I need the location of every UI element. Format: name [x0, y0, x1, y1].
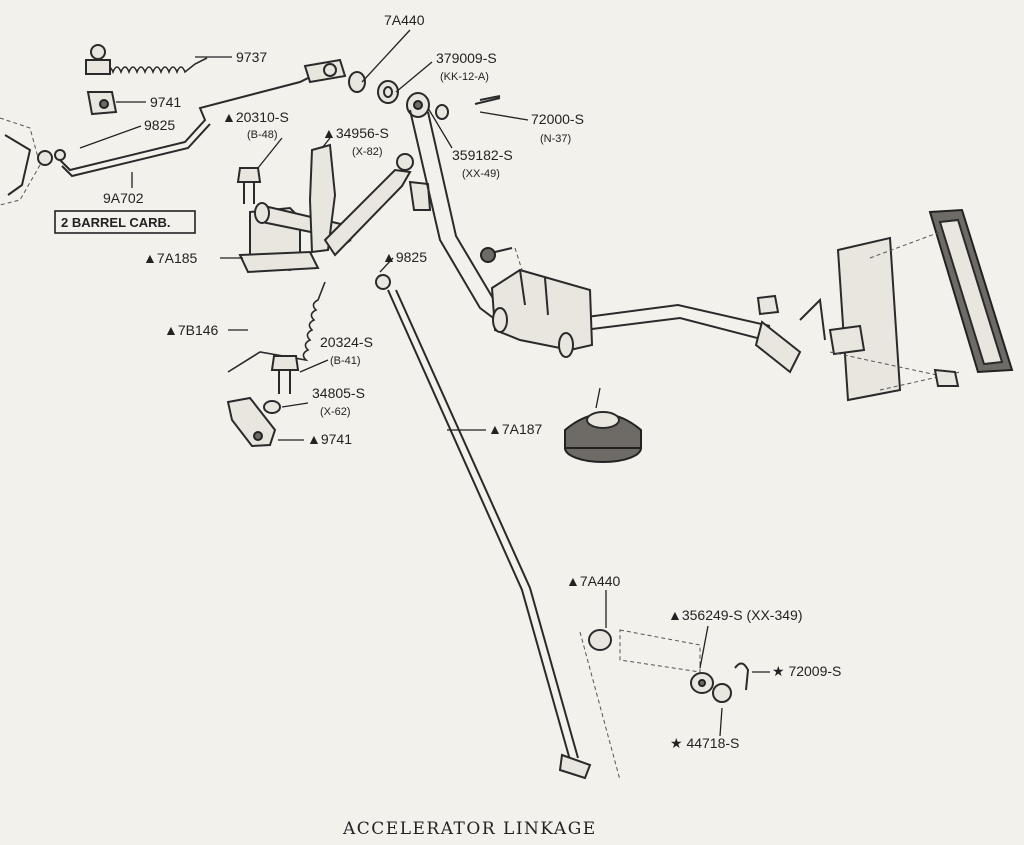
rod-9a702 [59, 58, 347, 178]
callout-9825-top: 9825 [144, 117, 175, 133]
callout-sub: (B-48) [247, 129, 278, 141]
callout-label: ▲7A440 [566, 573, 621, 589]
callout-label: 72000-S [531, 111, 584, 127]
callout-label: 7A440 [384, 12, 425, 28]
callout-7a187: ▲7A187 [488, 421, 543, 437]
callout-label: 9825 [144, 117, 175, 133]
callout-label: 20324-S [320, 334, 373, 350]
callout-sub: (X-62) [320, 406, 351, 418]
bellcrank-bracket-7a185 [238, 143, 414, 274]
callout-7a440-low: ▲7A440 [566, 573, 621, 589]
callout-7b146: ▲7B146 [164, 322, 219, 338]
lower-spring-7b146 [227, 281, 326, 373]
clamp-9741-top [86, 91, 118, 116]
callout-9741-top: 9741 [150, 94, 181, 110]
callout-379009: 379009-S (KK-12-A) [436, 50, 497, 83]
bolt-20324 [263, 355, 300, 414]
callout-label: 9741 [150, 94, 181, 110]
callout-20310: ▲20310-S (B-48) [222, 109, 289, 141]
callout-9737: 9737 [236, 49, 267, 65]
callout-sub: (X-82) [352, 146, 383, 158]
lower-hardware-group [579, 629, 750, 781]
callout-label: 34805-S [312, 385, 365, 401]
callout-label: ▲7B146 [164, 322, 219, 338]
callout-34956: ▲34956-S (X-82) [322, 125, 389, 158]
callout-label: 9A702 [103, 190, 144, 206]
callout-label: ▲356249-S (XX-349) [668, 607, 802, 623]
callout-label: ★ 44718-S [670, 735, 739, 751]
carb-label-box: 2 BARREL CARB. [54, 210, 196, 234]
rubber-grommet [564, 411, 642, 463]
carb-label: 2 BARREL CARB. [61, 215, 171, 230]
callout-label: 379009-S [436, 50, 497, 66]
callout-9825-mid: ▲9825 [382, 249, 427, 265]
callout-label: 359182-S [452, 147, 513, 163]
callout-label: ▲7A187 [488, 421, 543, 437]
callout-label: ▲34956-S [322, 125, 389, 141]
callout-label: ▲9741 [307, 431, 352, 447]
callout-label: ▲7A185 [143, 250, 198, 266]
callout-sub: (B-41) [330, 355, 361, 367]
clamp-9741-lower [226, 396, 277, 448]
upper-spring-9737 [85, 44, 208, 75]
ball-stud-9825-mid [408, 180, 432, 211]
callout-sub: (XX-49) [462, 168, 500, 180]
diagram-caption: ACCELERATOR LINKAGE [342, 819, 597, 839]
callout-7a185: ▲7A185 [143, 250, 198, 266]
callout-44718: ★ 44718-S [670, 735, 739, 751]
callout-label: ▲9825 [382, 249, 427, 265]
callout-72000: 72000-S (N-37) [531, 111, 584, 145]
callout-20324: 20324-S (B-41) [320, 334, 373, 367]
callout-label: 9737 [236, 49, 267, 65]
callout-9741-low: ▲9741 [307, 431, 352, 447]
carburetor-fragment [0, 117, 66, 206]
rod-7a187 [375, 274, 592, 780]
pedal-assembly [756, 208, 1014, 402]
callout-9a702: 9A702 [103, 190, 144, 206]
callout-356249: ▲356249-S (XX-349) [668, 607, 802, 623]
bracket-screw [480, 247, 523, 271]
callout-sub: (KK-12-A) [440, 71, 489, 83]
callout-sub: (N-37) [540, 133, 571, 145]
shaft-bracket [490, 268, 594, 358]
callout-label: ★ 72009-S [772, 663, 841, 679]
callout-72009: ★ 72009-S [772, 663, 841, 679]
callout-label: ▲20310-S [222, 109, 289, 125]
bushing-washer-stack [348, 71, 501, 120]
bolt-20310 [236, 167, 262, 204]
callout-7a440-top: 7A440 [384, 12, 425, 28]
callout-34805: 34805-S (X-62) [312, 385, 365, 418]
leader-lines [79, 29, 770, 737]
callout-359182: 359182-S (XX-49) [452, 147, 513, 180]
